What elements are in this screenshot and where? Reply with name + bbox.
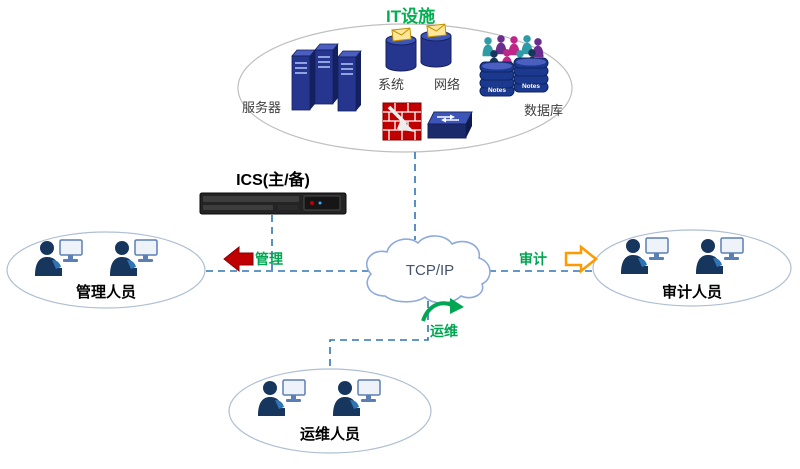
- audit-arrow-icon: [564, 244, 599, 274]
- connector-cloud-to-ops: [329, 301, 429, 370]
- server-label: 服务器: [242, 100, 282, 115]
- network-connectors: [206, 152, 594, 370]
- ops-arrow-icon: [421, 298, 464, 322]
- manage-flow-label: 管理: [255, 251, 283, 267]
- audit-group-label: 审计人员: [661, 284, 722, 301]
- notes-label-2: Notes: [522, 83, 540, 90]
- admin-group-label: 管理人员: [75, 284, 136, 301]
- ics-label: ICS(主/备): [236, 172, 310, 189]
- ics-rack-server-icon: [199, 192, 347, 215]
- audit-flow-label: 审计: [519, 251, 547, 267]
- database-label: 数据库: [524, 103, 564, 118]
- server-towers-icon: [291, 43, 362, 112]
- tcpip-label: TCP/IP: [405, 262, 455, 279]
- firewall-icon: [382, 102, 422, 141]
- ops-flow-label: 运维: [430, 323, 458, 339]
- network-label: 网络: [434, 77, 461, 92]
- database-stack-icons: Notes Notes: [479, 57, 549, 97]
- ops-group-label: 运维人员: [299, 426, 360, 443]
- notes-label-1: Notes: [488, 87, 506, 94]
- network-switch-icon: [427, 111, 473, 139]
- system-label: 系统: [378, 77, 405, 92]
- it-facilities-title: IT设施: [386, 7, 436, 26]
- manage-arrow-icon: [223, 245, 254, 273]
